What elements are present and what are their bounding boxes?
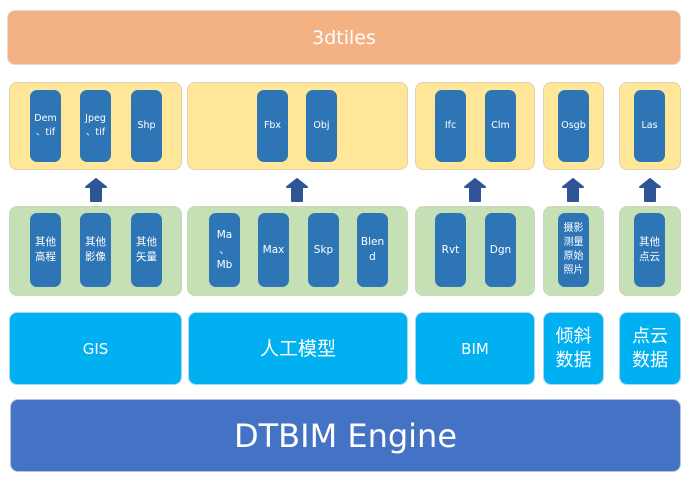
category-label: BIM	[461, 339, 489, 358]
oblique-output-formats: Osgb	[543, 82, 604, 170]
category-label: GIS	[82, 339, 109, 358]
output-layer-label: 3dtiles	[312, 26, 376, 49]
category-oblique-data: 倾斜 数据	[543, 312, 604, 385]
up-arrow-icon	[639, 178, 661, 202]
gis-source-formats: 其他 高程 其他 影像 其他 矢量	[9, 206, 182, 296]
engine-layer: DTBIM Engine	[10, 399, 681, 472]
source-chip: 其他 点云	[634, 213, 665, 287]
model-output-formats: Fbx Obj	[187, 82, 408, 170]
format-chip: Shp	[131, 90, 162, 162]
category-manual-model: 人工模型	[188, 312, 408, 385]
format-chip: Ifc	[435, 90, 466, 162]
format-chip: Osgb	[558, 90, 589, 162]
source-chip: Max	[258, 213, 289, 287]
format-chip: Las	[634, 90, 665, 162]
output-layer-3dtiles: 3dtiles	[7, 10, 681, 65]
category-gis: GIS	[9, 312, 182, 385]
category-pointcloud-data: 点云 数据	[619, 312, 681, 385]
model-source-formats: Ma 、 Mb Max Skp Blen d	[187, 206, 408, 296]
format-chip: Clm	[485, 90, 516, 162]
source-chip: 其他 高程	[30, 213, 61, 287]
bim-output-formats: Ifc Clm	[415, 82, 535, 170]
source-chip: 其他 影像	[80, 213, 111, 287]
bim-source-formats: Rvt Dgn	[415, 206, 535, 296]
engine-label: DTBIM Engine	[233, 416, 458, 455]
source-chip: Ma 、 Mb	[209, 213, 240, 287]
pointcloud-source-formats: 其他 点云	[619, 206, 681, 296]
format-chip: Dem 、tif	[30, 90, 61, 162]
up-arrow-icon	[85, 178, 107, 202]
category-label: 人工模型	[259, 337, 336, 360]
category-label: 倾斜 数据	[555, 325, 592, 371]
source-chip: 摄影 测量 原始 照片	[558, 213, 589, 287]
category-label: 点云 数据	[632, 325, 668, 371]
oblique-source-formats: 摄影 测量 原始 照片	[543, 206, 604, 296]
format-chip: Jpeg 、tif	[80, 90, 111, 162]
format-chip: Obj	[306, 90, 337, 162]
source-chip: Blen d	[357, 213, 388, 287]
up-arrow-icon	[286, 178, 308, 202]
gis-output-formats: Dem 、tif Jpeg 、tif Shp	[9, 82, 182, 170]
format-chip: Fbx	[257, 90, 288, 162]
up-arrow-icon	[464, 178, 486, 202]
up-arrow-icon	[562, 178, 584, 202]
source-chip: Skp	[308, 213, 339, 287]
source-chip: 其他 矢量	[131, 213, 162, 287]
pointcloud-output-formats: Las	[619, 82, 681, 170]
source-chip: Dgn	[485, 213, 516, 287]
category-bim: BIM	[415, 312, 535, 385]
source-chip: Rvt	[435, 213, 466, 287]
